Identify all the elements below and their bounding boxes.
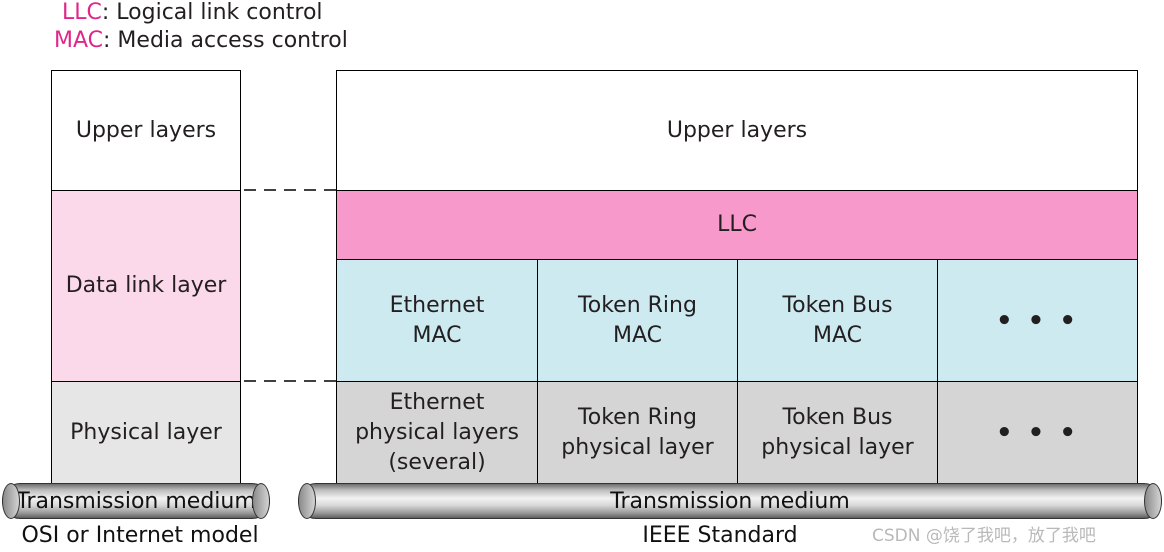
osi-pipe-left-cap-icon (2, 483, 20, 519)
token-ring-mac: Token Ring MAC (537, 259, 738, 382)
ieee-pipe-right-cap-icon (1144, 483, 1162, 519)
legend-llc: LLC: Logical link control (62, 0, 323, 25)
ethernet-physical-layers: Ethernet physical layers (several) (336, 381, 538, 485)
legend-llc-abbr: LLC (62, 0, 102, 25)
ieee-llc: LLC (336, 190, 1138, 260)
token-bus-physical-layer: Token Bus physical layer (737, 381, 938, 485)
legend-mac-text: : Media access control (103, 28, 348, 53)
ieee-pipe-left-cap-icon (298, 483, 316, 519)
legend-mac: MAC: Media access control (54, 28, 348, 53)
osi-data-link-layer: Data link layer (51, 190, 241, 382)
other-physical-ellipsis: • • • (937, 381, 1138, 485)
osi-upper-layers: Upper layers (51, 70, 241, 191)
ethernet-mac: Ethernet MAC (336, 259, 538, 382)
legend-mac-abbr: MAC (54, 28, 104, 53)
legend-llc-text: : Logical link control (101, 0, 323, 25)
osi-caption: OSI or Internet model (21, 523, 259, 548)
ieee-upper-layers: Upper layers (336, 70, 1138, 191)
osi-pipe-right-cap-icon (252, 483, 270, 519)
osi-physical-layer: Physical layer (51, 381, 241, 485)
ieee-transmission-medium: Transmission medium (298, 483, 1162, 519)
other-mac-ellipsis: • • • (937, 259, 1138, 382)
token-ring-physical-layer: Token Ring physical layer (537, 381, 738, 485)
token-bus-mac: Token Bus MAC (737, 259, 938, 382)
csdn-watermark: CSDN @饶了我吧，放了我吧 (872, 526, 1096, 546)
ieee-caption: IEEE Standard (642, 523, 798, 548)
osi-transmission-medium: Transmission medium (2, 483, 270, 519)
